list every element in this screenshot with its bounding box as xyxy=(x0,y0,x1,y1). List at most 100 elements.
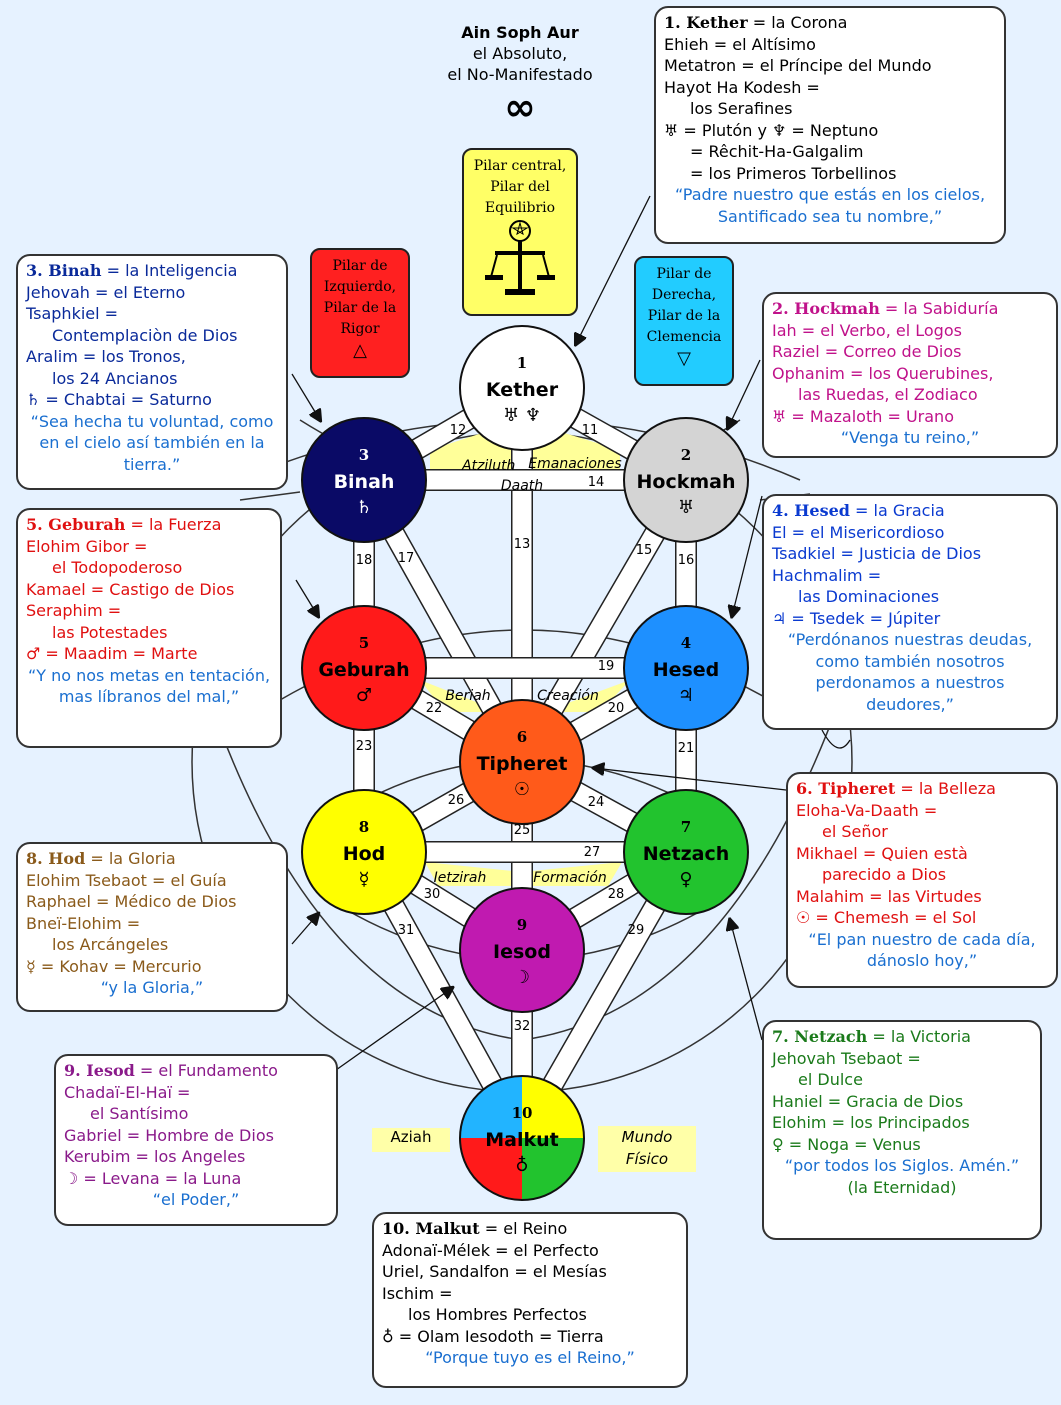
box-line: Bneï-Elohim = xyxy=(26,913,141,933)
box-heading: 5. Geburah = la Fuerza xyxy=(26,514,272,536)
box-line: Seraphim = xyxy=(26,601,122,620)
box-line: Kamael = Castigo de Dios xyxy=(26,579,235,599)
box-line: ♃ = Tsedek = Júpiter xyxy=(772,608,941,628)
box-heading-meaning: = la Belleza xyxy=(895,779,996,798)
box-line: Aralim = los Tronos, xyxy=(26,347,186,366)
planet-icon: ♅ ♆ xyxy=(503,405,541,426)
box-line: Contemplaciòn de Dios xyxy=(52,325,238,345)
path-number: 31 xyxy=(398,923,415,938)
path-number: 16 xyxy=(678,553,695,568)
sephira-number: 10 xyxy=(512,1104,533,1122)
pillar-right-line-4: Clemencia xyxy=(646,329,722,345)
box-line: Raziel = Correo de Dios xyxy=(772,342,962,361)
sephira-number: 8 xyxy=(359,818,369,836)
box-line: Hayot Ha Kodesh = xyxy=(664,77,820,97)
path-number: 28 xyxy=(608,887,625,902)
world-label-creacion: Creación xyxy=(537,688,599,704)
box-line: ♁ = Olam Iesodoth = Tierra xyxy=(382,1326,604,1346)
path-number: 30 xyxy=(424,887,441,902)
water-triangle-icon: ▽ xyxy=(677,348,691,369)
box-heading-meaning: = la Corona xyxy=(747,13,848,32)
planet-icon: ☿ xyxy=(358,869,369,890)
box-heading-meaning: = el Fundamento xyxy=(134,1061,278,1080)
box-line: Jehovah Tsebaot = xyxy=(772,1048,921,1068)
path-number: 26 xyxy=(448,793,465,808)
sephira-number: 9 xyxy=(517,916,527,934)
box-heading-meaning: = la Inteligencia xyxy=(101,261,238,280)
sephira-name: Netzach xyxy=(643,843,730,865)
box-heading-meaning: = el Reino xyxy=(479,1219,568,1238)
sephira-number: 6 xyxy=(517,728,527,746)
path-number: 17 xyxy=(398,551,415,566)
world-label-beriah: Beriah xyxy=(445,688,490,704)
box-heading-name: 1. Kether xyxy=(664,13,748,32)
box-heading-name: 10. Malkut xyxy=(382,1219,480,1238)
path-number: 13 xyxy=(514,537,531,552)
box-quote: “por todos los Siglos. Amén.” xyxy=(784,1156,1020,1175)
path-number: 22 xyxy=(426,701,443,716)
sephira-number: 1 xyxy=(517,354,527,372)
box-quote-2: (la Eternidad) xyxy=(847,1177,957,1197)
box-line: Ehieh = el Altísimo xyxy=(664,34,816,54)
world-label-daath: Daath xyxy=(501,478,543,494)
path-number: 12 xyxy=(450,423,467,438)
box-line: ♂ = Maadim = Marte xyxy=(26,644,198,663)
box-line: Elohim Tsebaot = el Guía xyxy=(26,870,227,890)
box-line: Elohim = los Principados xyxy=(772,1113,970,1132)
box-line: los 24 Ancianos xyxy=(52,368,178,388)
box-line: los Arcángeles xyxy=(52,935,169,954)
sephira-number: 4 xyxy=(681,634,691,652)
fire-triangle-icon: △ xyxy=(353,340,367,361)
header-title: Ain Soph Aur xyxy=(461,23,579,42)
box-line: Uriel, Sandalfon = el Mesías xyxy=(382,1262,607,1281)
box-line: Tsadkiel = Justicia de Dios xyxy=(772,544,982,563)
box-heading-meaning: = la Sabiduría xyxy=(879,299,999,318)
sephira-name: Hesed xyxy=(653,659,720,681)
box-line: ☿ = Kohav = Mercurio xyxy=(26,956,202,976)
sephira-name: Geburah xyxy=(318,659,409,681)
pillar-left-line-2: Izquierdo, xyxy=(323,279,397,295)
box-heading-name: 3. Binah xyxy=(26,261,102,280)
box-heading: 8. Hod = la Gloria xyxy=(26,848,278,870)
box-heading: 9. Iesod = el Fundamento xyxy=(64,1060,328,1082)
box-heading-name: 6. Tipheret xyxy=(796,779,896,798)
box-heading: 10. Malkut = el Reino xyxy=(382,1218,678,1240)
planet-icon: ♂ xyxy=(356,685,372,706)
path-number: 18 xyxy=(356,553,373,568)
world-label-ietzirah: Ietzirah xyxy=(434,870,487,886)
box-heading: 4. Hesed = la Gracia xyxy=(772,500,1048,522)
path-number: 27 xyxy=(584,845,601,860)
box-line: = Rêchit-Ha-Galgalim xyxy=(690,142,864,161)
pillar-right-line-2: Derecha, xyxy=(651,287,717,303)
pillar-left: Pilar de Izquierdo, Pilar de la Rigor △ xyxy=(310,248,410,378)
box-heading-name: 8. Hod xyxy=(26,849,86,868)
pillar-left-line-1: Pilar de xyxy=(332,258,388,274)
world-label-atziluth: Atziluth xyxy=(461,458,515,474)
box-line: las Ruedas, el Zodiaco xyxy=(798,385,978,404)
world-label-formacion: Formación xyxy=(533,870,607,886)
planet-icon: ♄ xyxy=(356,497,372,518)
box-line: Iah = el Verbo, el Logos xyxy=(772,320,962,340)
sephira-name: Hod xyxy=(343,843,386,865)
pillar-left-line-4: Rigor xyxy=(340,321,380,337)
box-heading: 3. Binah = la Inteligencia xyxy=(26,260,278,282)
box-line: el Dulce xyxy=(798,1070,863,1089)
path-number: 14 xyxy=(588,475,605,490)
pillar-right: Pilar de Derecha, Pilar de la Clemencia … xyxy=(634,256,734,386)
path-number: 20 xyxy=(608,701,625,716)
planet-icon: ☉ xyxy=(514,779,530,800)
planet-icon: ☽ xyxy=(514,967,530,988)
